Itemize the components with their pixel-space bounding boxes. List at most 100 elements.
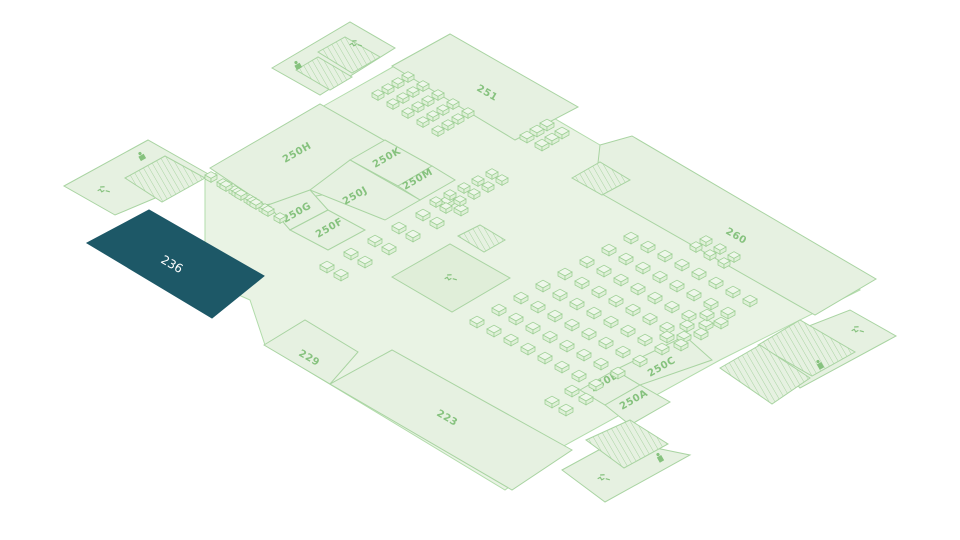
desk (559, 339, 575, 353)
desk (586, 306, 602, 320)
desk (713, 243, 727, 255)
desk (554, 126, 570, 140)
room-260[interactable]: 260 (594, 135, 877, 316)
desk (620, 324, 636, 338)
accessible-icon (597, 474, 610, 481)
desk (664, 300, 680, 314)
accessible-icon (97, 186, 110, 193)
desk (693, 327, 709, 341)
desk (386, 98, 400, 110)
desk (679, 319, 695, 333)
desk (415, 208, 431, 222)
room-250J[interactable]: 250J (308, 159, 422, 221)
desk (552, 288, 568, 302)
desk (625, 303, 641, 317)
desk (525, 321, 541, 335)
desk (503, 333, 519, 347)
desk (571, 369, 587, 383)
desk (708, 276, 724, 290)
desk (623, 231, 639, 245)
desk (713, 316, 729, 330)
desk (547, 309, 563, 323)
desk (491, 303, 507, 317)
desk (469, 315, 485, 329)
desk (569, 297, 585, 311)
desk (405, 229, 421, 243)
desk (635, 261, 651, 275)
desk (406, 86, 420, 98)
restroom-east[interactable] (719, 309, 898, 405)
desk (508, 312, 524, 326)
desk (654, 342, 670, 356)
desk (441, 119, 455, 131)
desk (461, 107, 475, 119)
desk (618, 252, 634, 266)
desk (495, 174, 509, 186)
desk (588, 378, 604, 392)
desk (615, 345, 631, 359)
desk (673, 338, 689, 352)
desk (457, 182, 471, 194)
desk (608, 294, 624, 308)
room-250A[interactable]: 250A (604, 384, 672, 426)
desk (343, 247, 359, 261)
desk (467, 188, 481, 200)
desk (486, 324, 502, 338)
room-250F[interactable]: 250F (288, 209, 367, 251)
desk (367, 234, 383, 248)
desk (647, 291, 663, 305)
restroom-south[interactable] (561, 419, 692, 503)
desk (535, 279, 551, 293)
desk (742, 294, 758, 308)
desk (416, 116, 430, 128)
desk (557, 267, 573, 281)
desk (674, 258, 690, 272)
desk (381, 83, 395, 95)
desk (431, 125, 445, 137)
desk (391, 77, 405, 89)
room-250K[interactable]: 250K (348, 139, 434, 187)
desk (613, 273, 629, 287)
restroom-south-core (585, 419, 669, 469)
desk (381, 242, 397, 256)
womens-restroom-icon (294, 60, 303, 71)
desk (657, 249, 673, 263)
desk (421, 95, 435, 107)
stair-core-north (570, 161, 632, 196)
restroom-east-core (757, 319, 857, 377)
desk (598, 336, 614, 350)
desk (416, 80, 430, 92)
desk (727, 251, 741, 263)
desk (439, 202, 453, 214)
restroom-west[interactable] (62, 139, 212, 216)
desk (357, 255, 373, 269)
desk (436, 104, 450, 116)
desk (426, 110, 440, 122)
desk (558, 403, 574, 417)
desk (249, 198, 263, 210)
accessible-icon (349, 40, 362, 47)
room-236[interactable]: 236 (85, 209, 265, 319)
desk (578, 392, 594, 406)
desk (659, 330, 675, 344)
desk (630, 282, 646, 296)
desk (261, 205, 275, 217)
desk (429, 196, 443, 208)
desk (319, 260, 335, 274)
womens-restroom-icon (138, 151, 147, 162)
accessible-icon (851, 326, 864, 333)
desk (686, 288, 702, 302)
desk (371, 89, 385, 101)
room-223[interactable]: 223 (328, 349, 573, 491)
desk (530, 300, 546, 314)
desk (703, 249, 717, 261)
desk (698, 318, 714, 332)
stair-core-center (456, 224, 506, 253)
restroom-north[interactable] (270, 21, 396, 96)
room-229[interactable]: 229 (263, 319, 359, 385)
desk (539, 118, 555, 132)
desk (601, 243, 617, 257)
desk (554, 360, 570, 374)
desk (717, 257, 731, 269)
desk (443, 189, 457, 201)
